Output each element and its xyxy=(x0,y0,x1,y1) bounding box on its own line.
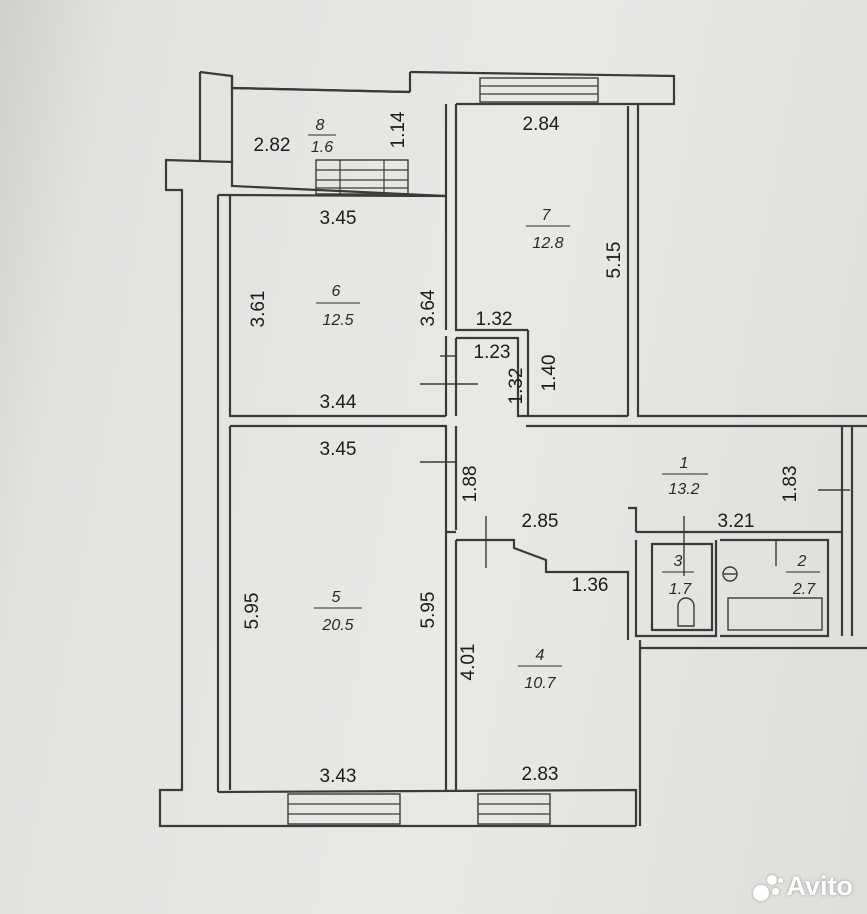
dim-room4-step: 1.36 xyxy=(572,575,609,596)
svg-text:1.7: 1.7 xyxy=(669,581,692,598)
dim-hall-height: 1.88 xyxy=(460,466,481,503)
room-label-3: 3 1.7 xyxy=(662,553,694,598)
svg-text:3: 3 xyxy=(674,553,683,570)
svg-text:13.2: 13.2 xyxy=(668,481,699,498)
dim-niche-width: 1.32 xyxy=(476,309,513,330)
room-label-1: 1 13.2 xyxy=(662,455,708,498)
dim-room7-width: 2.84 xyxy=(523,114,560,135)
interior-walls xyxy=(217,104,867,790)
room-label-4: 4 10.7 xyxy=(518,647,562,692)
windows xyxy=(287,77,599,825)
svg-text:2.7: 2.7 xyxy=(792,581,816,598)
dim-room6-bottom: 3.44 xyxy=(320,392,357,413)
room-label-2: 2 2.7 xyxy=(786,553,820,598)
dimension-labels: 2.82 1.14 2.84 3.45 5.15 3.61 3.64 1.32 … xyxy=(242,111,801,787)
dim-niche-inner: 1.23 xyxy=(474,342,511,363)
svg-text:1: 1 xyxy=(680,455,689,472)
dim-room5-right: 5.95 xyxy=(418,592,439,629)
dim-bath-width: 3.21 xyxy=(718,511,755,532)
dim-room4-height: 4.01 xyxy=(458,644,479,681)
dim-niche-height-a: 1.32 xyxy=(506,368,527,405)
svg-text:6: 6 xyxy=(332,283,341,300)
dim-room6-left: 3.61 xyxy=(248,291,269,328)
room-labels: 8 1.6 7 12.8 6 12.5 1 13.2 5 20.5 4 10.7 xyxy=(308,117,820,692)
dim-bath-height: 1.83 xyxy=(780,466,801,503)
dim-room5-bottom: 3.43 xyxy=(320,766,357,787)
avito-wordmark: Avito xyxy=(786,871,854,901)
balcony-door xyxy=(315,159,409,195)
svg-text:2: 2 xyxy=(797,553,807,570)
dim-balcony-width: 2.82 xyxy=(254,135,291,156)
bathtub-icon xyxy=(727,597,823,631)
svg-text:1.6: 1.6 xyxy=(311,139,333,156)
door-marks xyxy=(420,355,850,576)
dim-room5-top: 3.45 xyxy=(320,439,357,460)
dim-room6-top: 3.45 xyxy=(320,208,357,229)
avito-watermark: Avito xyxy=(752,871,854,902)
svg-text:7: 7 xyxy=(542,207,552,224)
toilet-icon xyxy=(677,597,695,627)
svg-text:12.8: 12.8 xyxy=(532,235,563,252)
svg-text:12.5: 12.5 xyxy=(322,312,353,329)
room-label-8: 8 1.6 xyxy=(308,117,336,156)
dim-niche-height-b: 1.40 xyxy=(539,355,560,392)
room-label-6: 6 12.5 xyxy=(316,283,360,329)
fixtures xyxy=(677,566,823,631)
dim-room4-bottom: 2.83 xyxy=(522,764,559,785)
room-label-7: 7 12.8 xyxy=(526,207,570,252)
avito-logo-icon xyxy=(752,873,783,901)
room-label-5: 5 20.5 xyxy=(314,589,362,634)
dim-room5-left: 5.95 xyxy=(242,593,263,630)
dim-hall-width: 2.85 xyxy=(522,511,559,532)
dim-balcony-depth: 1.14 xyxy=(388,111,409,148)
svg-text:4: 4 xyxy=(536,647,545,664)
svg-text:10.7: 10.7 xyxy=(524,675,556,692)
svg-text:5: 5 xyxy=(332,589,341,606)
dim-room6-right: 3.64 xyxy=(418,289,439,326)
outer-walls xyxy=(158,70,867,828)
svg-text:20.5: 20.5 xyxy=(321,617,353,634)
dim-room7-height: 5.15 xyxy=(604,242,625,279)
svg-text:8: 8 xyxy=(316,117,325,134)
